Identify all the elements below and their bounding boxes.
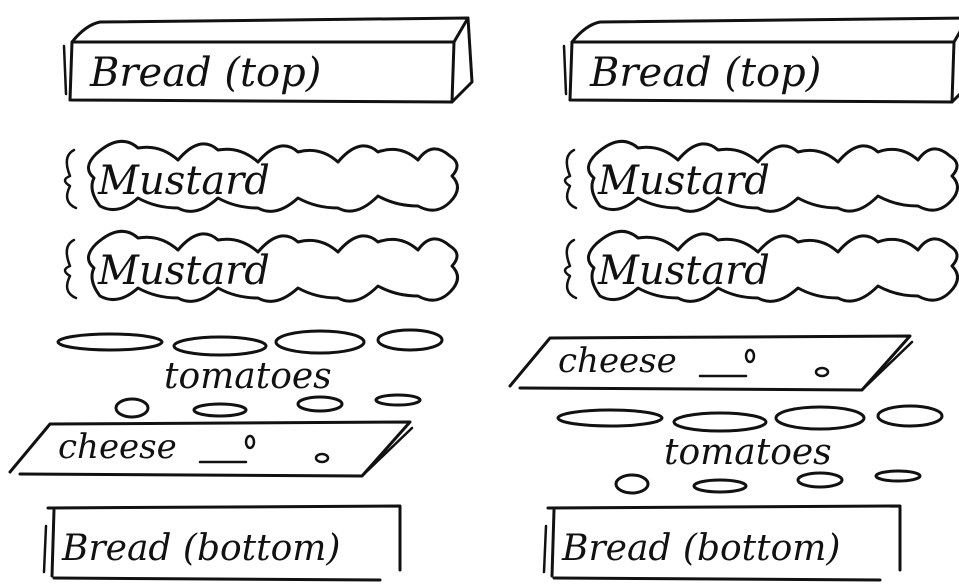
bread-top-layer: Bread (top) [64,18,472,102]
tomatoes-label: tomatoes [164,356,332,397]
mustard-label: Mustard [597,158,770,204]
mustard-layer: Mustard [565,231,958,301]
mustard-layer: Mustard [565,141,958,211]
bread-top-layer: Bread (top) [564,18,959,102]
tomato-slice [558,410,662,426]
tomatoes-layer: tomatoes [558,406,942,493]
cheese-edge [862,342,912,390]
tomato-slice [878,406,942,426]
bread-top-edge [564,46,566,94]
bread-bottom-label: Bread (bottom) [61,528,340,569]
cheese-label: cheese [58,427,177,467]
bread-bottom-edge [544,526,546,572]
cheese-layer: cheese [10,422,412,476]
tomato-slice [378,330,442,350]
bread-bottom-edge [44,526,46,572]
sandwich-stack-left: Bread (top)MustardMustardtomatoescheeseB… [10,18,472,580]
bread-top-label: Bread (top) [589,50,821,96]
tomato-slice [376,395,420,405]
tomato-slice [298,397,342,411]
tomato-slice [58,334,162,350]
sandwich-stack-right: Bread (top)MustardMustardcheesetomatoesB… [510,18,959,580]
cheese-layer: cheese [510,336,912,390]
bread-top-edge [64,46,66,94]
cheese-edge [362,428,412,476]
tomato-slice [776,407,864,429]
mustard-brace [565,240,576,298]
bread-bottom-layer: Bread (bottom) [44,506,400,580]
mustard-brace [565,150,576,208]
bread-top-label: Bread (top) [89,50,321,96]
mustard-label: Mustard [97,248,270,294]
tomato-slice [798,473,842,487]
cheese-hole [746,350,754,362]
tomato-slice [174,337,266,355]
cheese-hole [816,368,828,376]
mustard-layer: Mustard [65,231,458,301]
tomato-slice [694,480,746,492]
mustard-label: Mustard [597,248,770,294]
mustard-layer: Mustard [65,141,458,211]
tomato-slice [116,399,148,417]
cheese-label: cheese [558,341,677,381]
tomato-slice [276,331,364,353]
tomato-slice [876,471,920,481]
tomato-slice [194,404,246,416]
bread-bottom-layer: Bread (bottom) [544,506,900,580]
bread-top-top [572,18,959,42]
tomatoes-layer: tomatoes [58,330,442,417]
bread-top-top [72,18,468,42]
tomatoes-label: tomatoes [664,432,832,473]
tomato-slice [616,475,648,493]
mustard-brace [65,240,76,298]
tomato-slice [674,413,766,431]
bread-bottom-label: Bread (bottom) [561,528,840,569]
cheese-hole [316,454,328,462]
cheese-hole [246,436,254,448]
mustard-label: Mustard [97,158,270,204]
mustard-brace [65,150,76,208]
